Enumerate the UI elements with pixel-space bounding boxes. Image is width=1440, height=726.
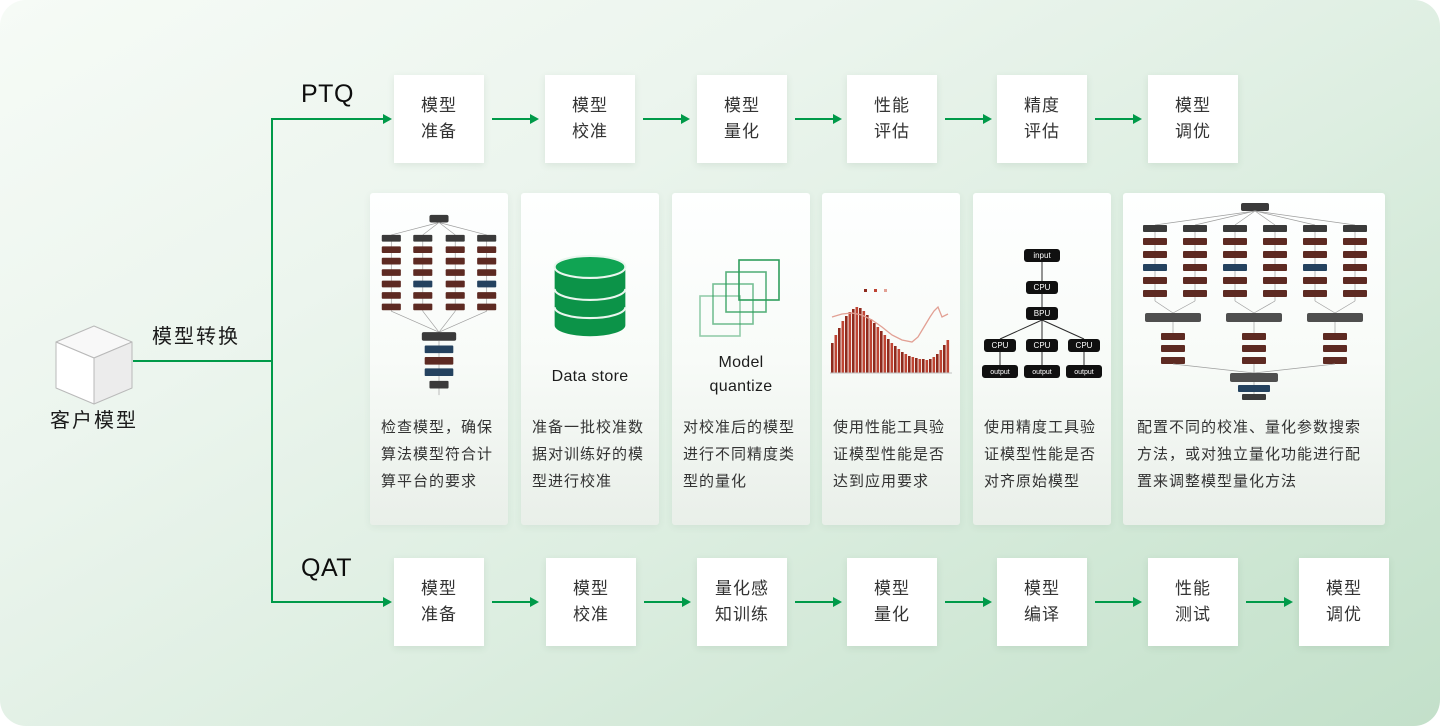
card-model-quantize: Model quantize 对校准后的模型进行不同精度类型的量化: [672, 193, 810, 525]
flow-arrow: [1095, 597, 1142, 607]
qat-step-quantization-aware-training: 量化感 知训练: [697, 558, 787, 646]
flow-node-label: CPU: [1034, 283, 1051, 292]
card-performance-validation: 使用性能工具验证模型性能是否达到应用要求: [822, 193, 960, 525]
flow-node-label: output: [1032, 369, 1052, 376]
model-graph-large-icon: [1143, 203, 1367, 400]
quantize-layers-icon: [699, 259, 780, 337]
qat-step-model-compilation: 模型 编译: [997, 558, 1087, 646]
flow-arrow: [644, 597, 691, 607]
card-model-check-text: 检查模型，确保算法模型符合计算平台的要求: [381, 419, 494, 490]
model-graph-icon: [381, 214, 497, 396]
card-data-store: Data store 准备一批校准数据对训练好的模型进行校准: [521, 193, 659, 525]
flow-node-label: CPU: [1076, 341, 1093, 350]
qat-step-model-preparation: 模型 准备: [394, 558, 484, 646]
qat-step-performance-testing: 性能 测试: [1148, 558, 1238, 646]
ptq-step-performance-evaluation: 性能 评估: [847, 75, 937, 163]
flow-arrow: [945, 114, 992, 124]
flow-arrow: [1246, 597, 1293, 607]
ptq-step-model-calibration: 模型 校准: [545, 75, 635, 163]
qat-step-model-quantization: 模型 量化: [847, 558, 937, 646]
ptq-step-accuracy-evaluation: 精度 评估: [997, 75, 1087, 163]
qat-branch-arrow: [272, 597, 392, 607]
trunk-line: [133, 360, 273, 362]
flow-arrow: [643, 114, 690, 124]
qat-step-model-tuning: 模型 调优: [1299, 558, 1389, 646]
flow-node-label: BPU: [1034, 309, 1051, 318]
card-model-quantize-text: 对校准后的模型进行不同精度类型的量化: [683, 419, 796, 490]
model-quantize-caption: Model quantize: [709, 354, 773, 395]
flow-node-label: CPU: [1034, 341, 1051, 350]
card-quantization-tuning-text: 配置不同的校准、量化参数搜索方法，或对独立量化功能进行配置来调整模型量化方法: [1137, 419, 1362, 490]
customer-model-label: 客户模型: [50, 410, 138, 432]
bar-chart-icon: [830, 289, 952, 374]
ptq-branch-arrow: [272, 114, 392, 124]
flow-node-label: CPU: [992, 341, 1009, 350]
ptq-step-model-quantization: 模型 量化: [697, 75, 787, 163]
qat-step-model-calibration: 模型 校准: [546, 558, 636, 646]
ptq-step-model-preparation: 模型 准备: [394, 75, 484, 163]
card-accuracy-validation-text: 使用精度工具验证模型性能是否对齐原始模型: [984, 419, 1097, 490]
database-icon: [553, 254, 627, 337]
card-accuracy-validation: input CPU BPU CPU CPU CPU output output …: [973, 193, 1111, 525]
flow-arrow: [945, 597, 992, 607]
card-data-store-text: 准备一批校准数据对训练好的模型进行校准: [532, 419, 645, 490]
flow-arrow: [492, 597, 539, 607]
customer-model-cube-icon: [55, 325, 133, 405]
flow-arrow: [795, 114, 842, 124]
ptq-step-model-tuning: 模型 调优: [1148, 75, 1238, 163]
flow-node-label: output: [1074, 369, 1094, 376]
flow-arrow: [795, 597, 842, 607]
qat-label: QAT: [301, 554, 353, 582]
pipeline-flow-icon: input CPU BPU CPU CPU CPU output output …: [982, 249, 1102, 378]
card-quantization-tuning: 配置不同的校准、量化参数搜索方法，或对独立量化功能进行配置来调整模型量化方法: [1123, 193, 1385, 525]
flow-arrow: [492, 114, 539, 124]
flow-arrow: [1095, 114, 1142, 124]
ptq-label: PTQ: [301, 80, 354, 108]
model-conversion-label: 模型转换: [152, 326, 240, 348]
data-store-caption: Data store: [551, 368, 629, 385]
card-performance-validation-text: 使用性能工具验证模型性能是否达到应用要求: [833, 419, 946, 490]
flow-node-label: input: [1033, 251, 1051, 260]
flow-node-label: output: [990, 369, 1010, 376]
branch-line: [271, 118, 273, 603]
card-model-check: 检查模型，确保算法模型符合计算平台的要求: [370, 193, 508, 525]
